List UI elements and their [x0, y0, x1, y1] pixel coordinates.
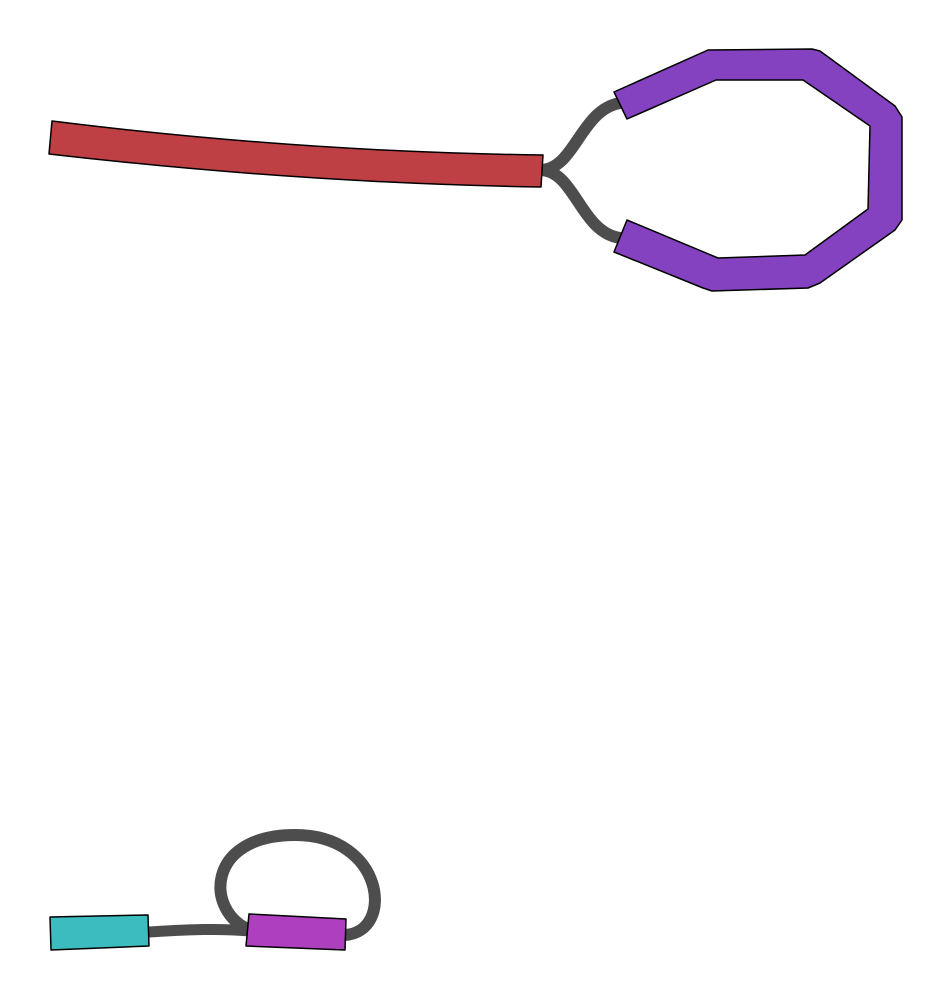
- link-red-to-purple-bottom[interactable]: [534, 164, 626, 244]
- link-teal-to-magenta[interactable]: [142, 923, 256, 938]
- segment-teal[interactable]: [49, 914, 150, 951]
- link-red-to-purple-top[interactable]: [534, 97, 626, 176]
- segment-magenta[interactable]: [245, 913, 347, 951]
- link-magenta-self-loop[interactable]: [214, 828, 381, 941]
- segment-red[interactable]: [48, 120, 544, 188]
- graph-component-1: [48, 48, 903, 292]
- segment-purple-loop[interactable]: [613, 48, 903, 292]
- graph-component-2: [49, 828, 381, 951]
